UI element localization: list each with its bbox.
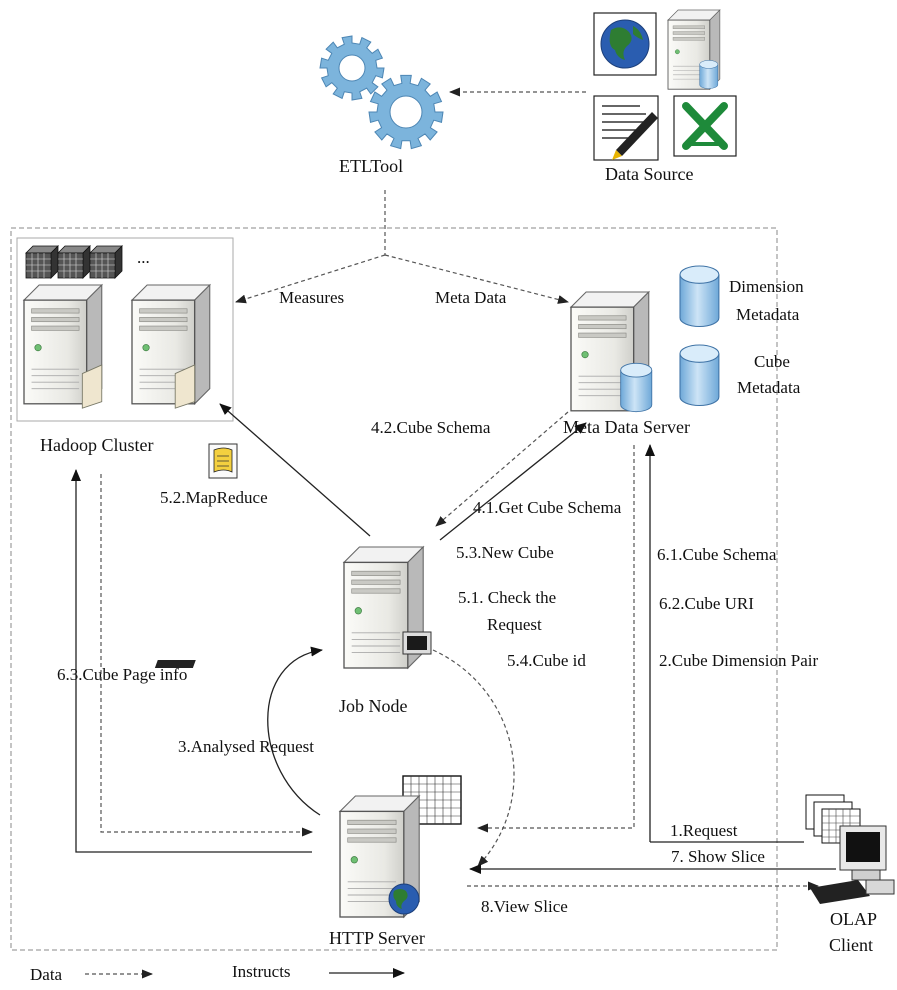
check-request-51a-label: 5.1. Check the [458, 588, 556, 607]
mapreduce-arrow [219, 403, 371, 537]
job-node-label: Job Node [339, 696, 408, 716]
meta-data-label: Meta Data [435, 288, 507, 307]
meta-data-server [570, 291, 653, 413]
computer-icon [154, 631, 432, 668]
hadoop-cluster-label: Hadoop Cluster [40, 435, 153, 455]
gear-medium-hole [389, 95, 423, 129]
legend-data-label: Data [30, 965, 63, 984]
mapreduce-icon [208, 443, 238, 479]
olap-slices-icon [805, 794, 861, 844]
cube-id-54-arrow [432, 649, 515, 867]
measures-label: Measures [279, 288, 344, 307]
cube-schema-42-label: 4.2.Cube Schema [371, 418, 491, 437]
hadoop-server-1 [23, 284, 103, 409]
get-cube-schema-41-label: 4.1.Get Cube Schema [473, 498, 622, 517]
meta-data-server-label: Meta Data Server [563, 417, 690, 437]
dimension-metadata-db-icon [679, 265, 720, 328]
cube-schema-42-arrow [435, 411, 569, 527]
cluster-ellipsis: ... [137, 248, 150, 267]
hadoop-cubes [25, 245, 123, 279]
data-source-icons [593, 9, 737, 161]
view-slice-8-label: 8.View Slice [481, 897, 568, 916]
hadoop-cluster-frame [16, 237, 234, 422]
cube-schema-61-arrow [477, 445, 635, 833]
dimension-metadata-label-2: Metadata [736, 305, 800, 324]
http-server-label: HTTP Server [329, 928, 425, 948]
cube-metadata-db-icon [679, 344, 720, 407]
cube-dim-pair-2-label: 2.Cube Dimension Pair [659, 651, 818, 670]
cube-id-54-label: 5.4.Cube id [507, 651, 586, 670]
cube-metadata-label-1: Cube [754, 352, 790, 371]
request-1-label: 1.Request [670, 821, 738, 840]
etl-tool-label: ETLTool [339, 156, 403, 176]
data-source-label: Data Source [605, 164, 693, 184]
analysed-request-3-arrow [267, 646, 323, 816]
analysed-request-3-label: 3.Analysed Request [178, 737, 314, 756]
database-server-icon [667, 9, 721, 90]
olap-client-label-2: Client [829, 935, 873, 955]
measures-arrow [235, 254, 386, 304]
cube-metadata-label-2: Metadata [737, 378, 801, 397]
meta-data-arrow [384, 254, 569, 304]
excel-icon [673, 95, 737, 157]
mapreduce-label: 5.2.MapReduce [160, 488, 268, 507]
legend: Data Instructs [30, 962, 405, 984]
gear-large-hole [338, 54, 366, 82]
legend-instructs-label: Instructs [232, 962, 291, 981]
get-cube-schema-41-arrow [439, 422, 587, 541]
olap-client-label-1: OLAP [830, 909, 877, 929]
globe-small-icon [388, 883, 420, 915]
cube-page-info-63-arrow [100, 474, 313, 837]
http-to-hadoop-arrow [71, 469, 312, 853]
olap-client-computer-icon [810, 825, 895, 904]
show-slice-7-label: 7. Show Slice [671, 847, 765, 866]
new-cube-53-label: 5.3.New Cube [456, 543, 554, 562]
gears-icon [319, 35, 444, 150]
cube-page-info-63-label: 6.3.Cube Page info [57, 665, 187, 684]
check-request-51b-label: Request [487, 615, 542, 634]
document-pen-icon [593, 95, 659, 161]
hadoop-server-2 [131, 284, 211, 409]
cube-schema-61-label: 6.1.Cube Schema [657, 545, 777, 564]
globe-icon [593, 12, 657, 76]
dimension-metadata-label-1: Dimension [729, 277, 804, 296]
cube-uri-62-label: 6.2.Cube URI [659, 594, 754, 613]
